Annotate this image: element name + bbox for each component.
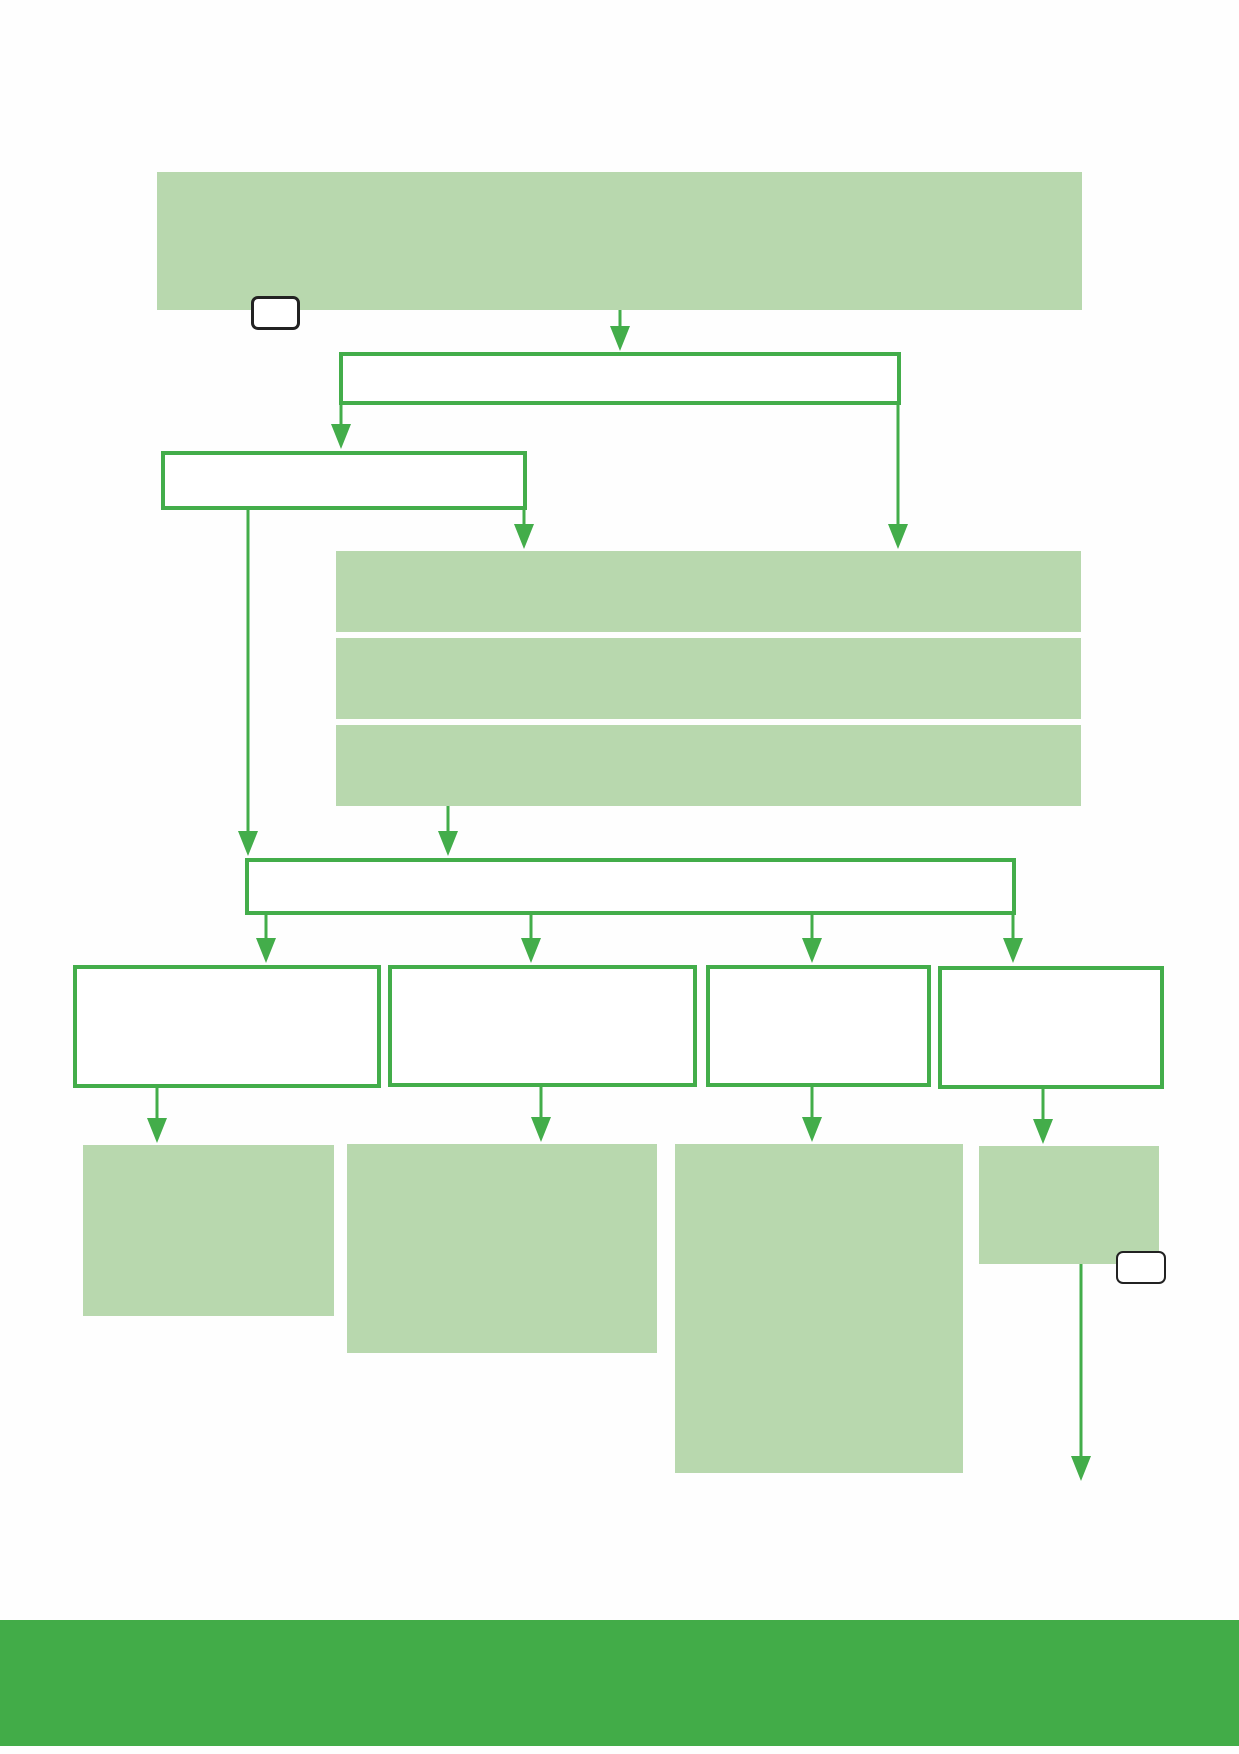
arrowhead-icon	[256, 938, 276, 963]
arrowhead-icon	[802, 1117, 822, 1142]
arrowhead-icon	[531, 1117, 551, 1142]
middle-info-box-1	[336, 551, 1081, 632]
arrowhead-icon	[802, 938, 822, 963]
result-box-1	[83, 1145, 334, 1316]
arrowhead-icon	[438, 831, 458, 856]
result-box-3	[675, 1144, 963, 1473]
result-box-4	[979, 1146, 1159, 1264]
arrowhead-icon	[1003, 938, 1023, 963]
result-box-2	[347, 1144, 657, 1353]
option-box-3	[706, 965, 931, 1087]
middle-info-box-3	[336, 725, 1081, 806]
decision-box-1	[339, 352, 901, 405]
option-box-1	[73, 965, 381, 1088]
option-box-4	[938, 966, 1164, 1089]
reference-tag-2	[1116, 1251, 1166, 1284]
middle-info-box-2	[336, 638, 1081, 719]
footer-band	[0, 1620, 1239, 1746]
footer-text	[0, 1620, 1239, 1632]
reference-tag-1	[251, 296, 300, 330]
arrowhead-icon	[610, 326, 630, 351]
arrowhead-icon	[1071, 1456, 1091, 1481]
arrowhead-icon	[331, 424, 351, 449]
arrowhead-icon	[147, 1118, 167, 1143]
arrowhead-icon	[514, 524, 534, 549]
arrowhead-icon	[238, 831, 258, 856]
arrowhead-icon	[1033, 1119, 1053, 1144]
option-box-2	[388, 965, 697, 1087]
decision-box-3	[245, 858, 1016, 915]
arrowhead-icon	[521, 938, 541, 963]
decision-box-2	[161, 451, 527, 510]
arrowhead-icon	[888, 524, 908, 549]
top-info-box	[157, 172, 1082, 310]
